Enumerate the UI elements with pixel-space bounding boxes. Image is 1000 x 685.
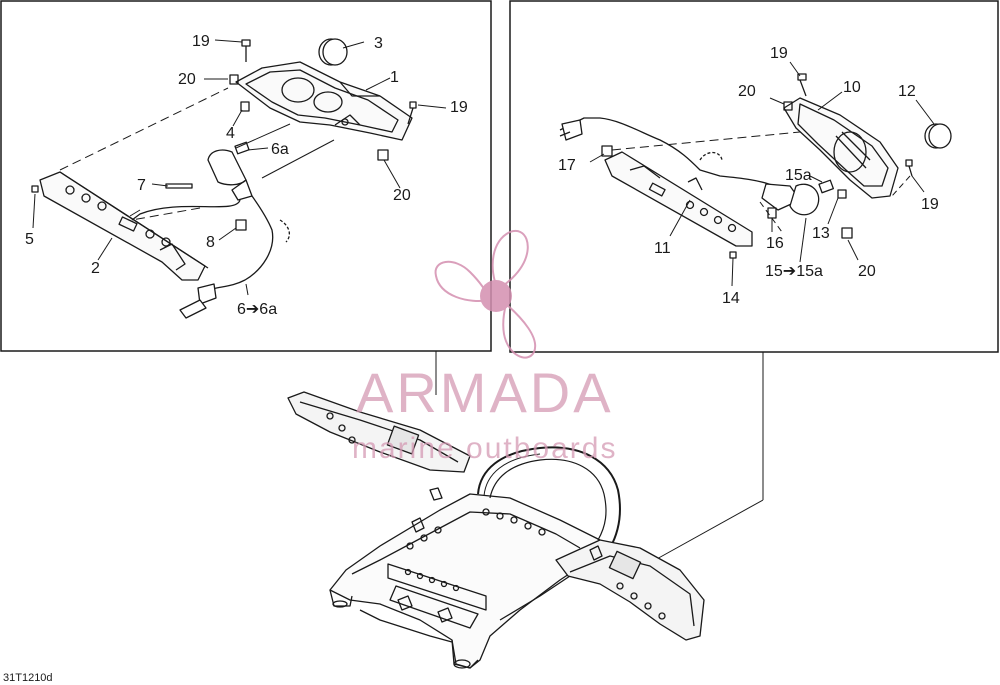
callout-11: 11 — [654, 240, 671, 257]
callout-13: 13 — [812, 225, 830, 242]
callout-2: 2 — [91, 260, 100, 277]
callout-19-right: 19 — [450, 99, 468, 116]
callout-14: 14 — [722, 290, 740, 307]
callout-20-right-bottom: 20 — [858, 263, 876, 280]
callout-19-right-side: 19 — [921, 196, 939, 213]
watermark: ARMADA marine outboards — [352, 229, 617, 465]
callout-6a: 6a — [271, 141, 289, 158]
callout-16: 16 — [766, 235, 784, 252]
callout-10: 10 — [843, 79, 861, 96]
watermark-tagline: marine outboards — [352, 432, 617, 465]
callout-19-top: 19 — [192, 33, 210, 50]
propeller-logo — [434, 229, 537, 359]
callout-15-to-15a: 15➔15a — [765, 263, 823, 280]
callout-12: 12 — [898, 83, 916, 100]
callout-17: 17 — [558, 157, 576, 174]
callout-6-to-6a: 6➔6a — [237, 301, 277, 318]
right-panel-leader-line-2 — [654, 499, 764, 561]
callout-15a: 15a — [785, 167, 812, 184]
callout-8: 8 — [206, 234, 215, 251]
callout-20-left: 20 — [178, 71, 196, 88]
left-light-assembly — [31, 38, 417, 319]
callout-19-top-right: 19 — [770, 45, 788, 62]
callout-7: 7 — [137, 177, 146, 194]
callout-3: 3 — [374, 35, 383, 52]
left-leader-lines — [32, 39, 447, 296]
right-light-assembly — [559, 73, 952, 259]
frame-assembly — [287, 391, 705, 669]
callout-4: 4 — [226, 125, 235, 142]
left-detail-panel — [0, 0, 492, 352]
right-detail-panel — [509, 0, 999, 353]
right-callouts: 19 20 10 12 17 15a 19 11 16 13 15➔15a 20… — [558, 45, 939, 307]
callout-20-bottom: 20 — [393, 187, 411, 204]
diagram-code: 31T1210d — [3, 672, 53, 684]
left-callouts: 19 3 1 20 19 4 6a 20 7 5 8 2 6➔6a — [25, 33, 468, 318]
callout-5: 5 — [25, 231, 34, 248]
watermark-brand: ARMADA — [356, 361, 614, 424]
callout-1: 1 — [390, 69, 399, 86]
callout-20-right-top: 20 — [738, 83, 756, 100]
right-leader-lines — [589, 61, 935, 287]
